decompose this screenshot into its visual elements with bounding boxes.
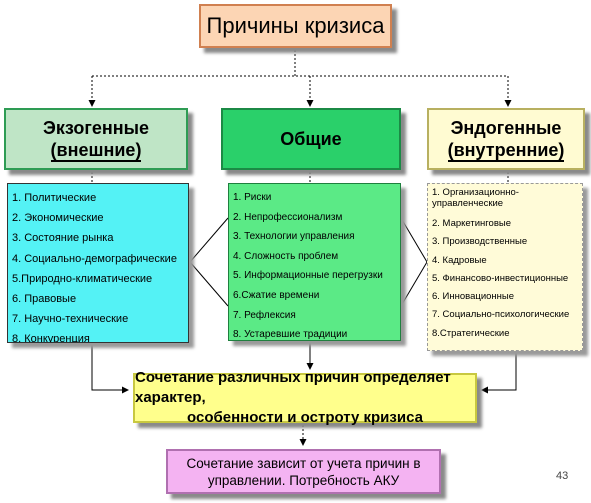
- list-item: 8. Устаревшие традиции: [233, 329, 348, 341]
- list-item: 4. Сложность проблем: [233, 250, 339, 262]
- endogenous-header-line2: (внутренние): [447, 140, 565, 162]
- dependency-box: Сочетание зависит от учета причин в упра…: [166, 449, 441, 494]
- list-item: 7. Научно-технические: [12, 313, 129, 326]
- list-item: 7. Рефлексия: [233, 309, 296, 321]
- list-item: 6.Сжатие времени: [233, 289, 320, 301]
- diamond-right-top: [400, 217, 428, 263]
- list-item: 5.Природно-климатические: [12, 272, 153, 285]
- endogenous-list: 1. Организационно-управленческие 2. Марк…: [427, 183, 583, 351]
- list-item: 4. Социально-демографические: [12, 252, 177, 265]
- list-item: 2. Маркетинговые: [432, 218, 511, 229]
- exogenous-header-line1: Экзогенные: [43, 118, 149, 138]
- list-item: 2. Непрофессионализм: [233, 211, 343, 223]
- summary-line1: Сочетание различных причин определяет ха…: [135, 369, 451, 406]
- common-header: Общие: [221, 108, 401, 170]
- list-item: 6. Инновационные: [432, 291, 515, 303]
- common-header-label: Общие: [280, 129, 342, 149]
- page-number: 43: [556, 470, 569, 482]
- exogenous-header-line2: (внешние): [50, 140, 142, 162]
- endogenous-header: Эндогенные (внутренние): [427, 108, 585, 170]
- list-item: 2. Экономические: [12, 212, 104, 225]
- list-item: 3. Состояние рынка: [12, 232, 114, 245]
- diamond-left-bottom: [189, 261, 229, 307]
- summary-line2: особенности и остроту кризиса: [187, 409, 423, 426]
- diamond-right-bottom: [400, 261, 428, 307]
- list-item: 3. Производственные: [432, 236, 528, 248]
- summary-box: Сочетание различных причин определяет ха…: [133, 369, 477, 426]
- diamond-left-top: [189, 217, 229, 263]
- dependency-line1: Сочетание зависит от учета причин в: [186, 455, 421, 471]
- diagram-title: Причины кризиса: [199, 4, 392, 48]
- endo-to-summary: [481, 352, 517, 394]
- list-item: 6. Правовые: [12, 293, 77, 306]
- exogenous-header: Экзогенные (внешние): [4, 108, 188, 170]
- dependency-line2: управлении. Потребность АКУ: [207, 472, 400, 488]
- list-item: 1. Риски: [233, 192, 272, 203]
- list-item: 7. Социально-психологические: [432, 309, 570, 321]
- list-item: 3. Технологии управления: [233, 231, 355, 243]
- endogenous-header-line1: Эндогенные: [450, 118, 562, 138]
- list-item: 8.Стратегические: [432, 327, 510, 339]
- list-item: 5. Финансово-инвестиционные: [432, 272, 569, 284]
- common-list: 1. Риски 2. Непрофессионализм 3. Техноло…: [228, 183, 401, 341]
- list-item: 8. Конкуренция: [12, 333, 90, 343]
- list-item: 4. Кадровые: [432, 254, 487, 266]
- exo-to-summary: [91, 344, 129, 394]
- list-item: 5. Информационные перегрузки: [233, 270, 383, 282]
- list-item: 1. Организационно-управленческие: [432, 187, 519, 209]
- list-item: 1. Политические: [12, 192, 97, 204]
- exogenous-list: 1. Политические 2. Экономические 3. Сост…: [7, 183, 189, 343]
